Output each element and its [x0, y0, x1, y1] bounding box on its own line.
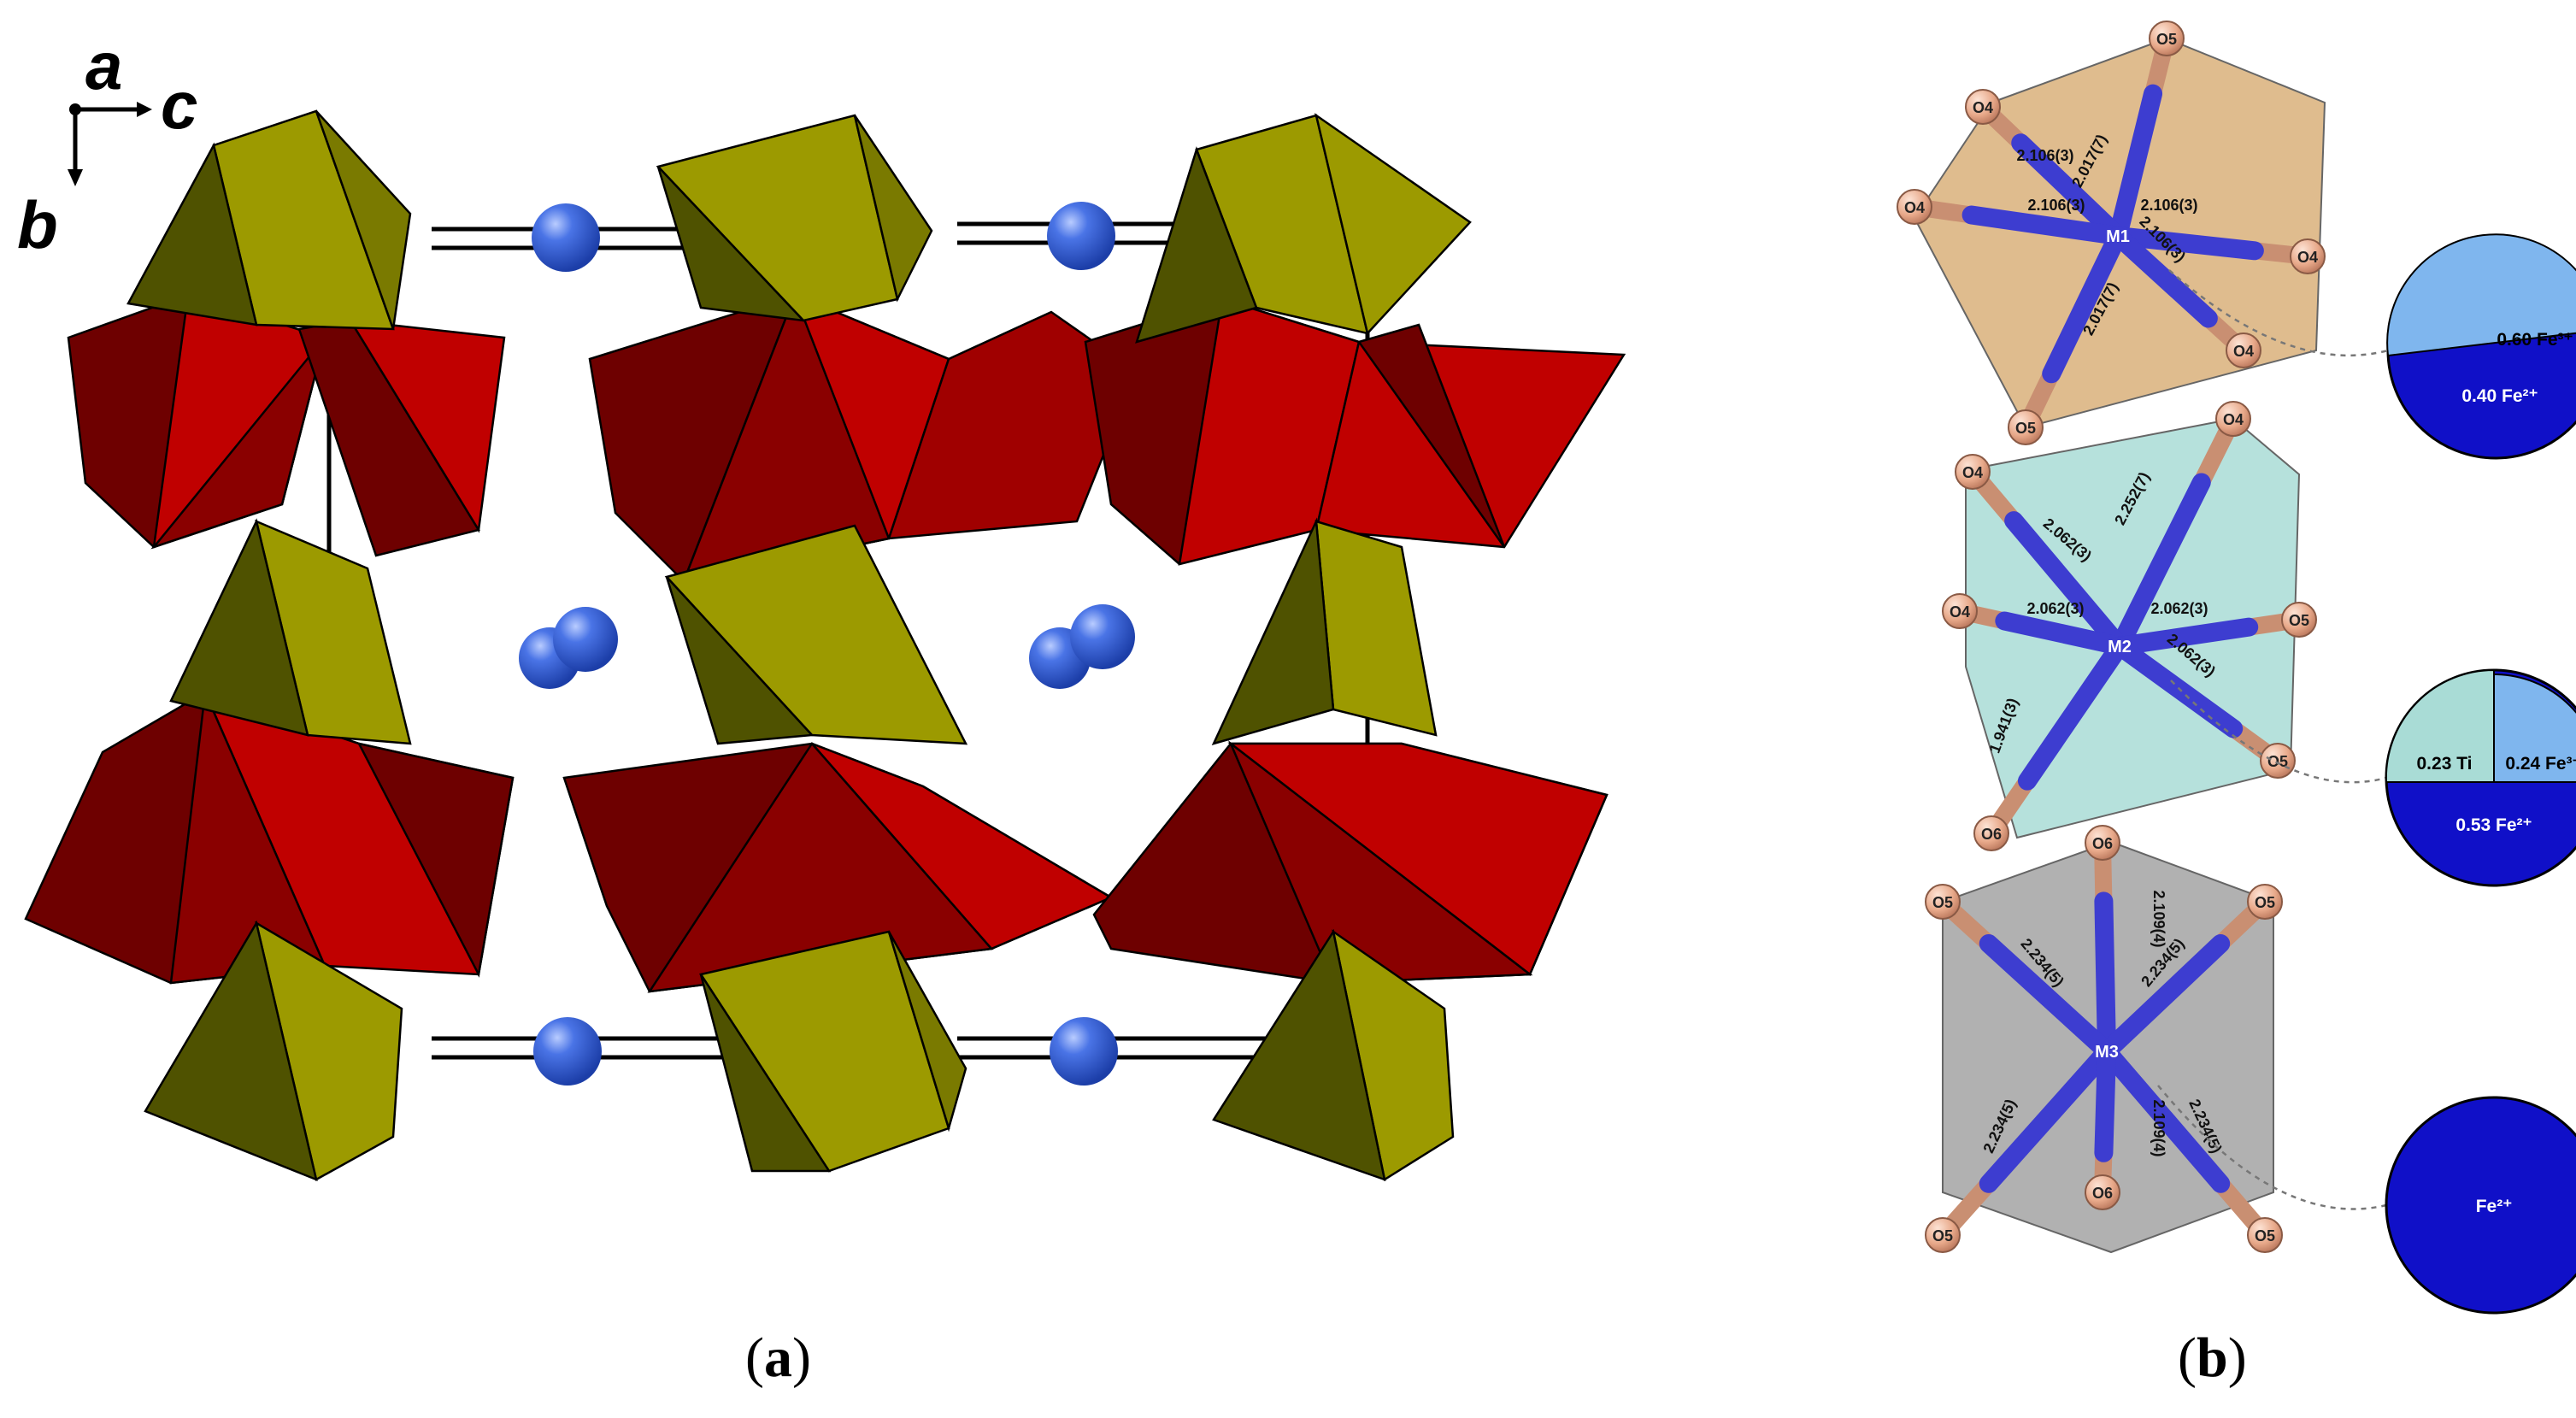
- occupancy-disk: 0.60 Fe³⁺ 0.40 Fe²⁺: [2386, 233, 2576, 460]
- ligand-label: O5: [2156, 31, 2177, 48]
- bond-length-label: 2.062(3): [2026, 600, 2084, 617]
- bond-inner: [2094, 1042, 2116, 1162]
- disk-segment-ti: [2385, 668, 2495, 783]
- occupancy-label: 0.53 Fe²⁺: [2455, 815, 2532, 835]
- oxygen-atom: [1925, 884, 1961, 920]
- ligand-label: O4: [2233, 343, 2254, 360]
- bond-inner: [2108, 227, 2218, 328]
- ligand-label: O5: [1932, 894, 1953, 911]
- oxygen-atom: [2008, 409, 2044, 445]
- crystal-structure-panel: a c b: [17, 28, 1626, 1182]
- bond-inner: [1961, 205, 2127, 245]
- bond-inner: [2108, 84, 2163, 245]
- bond-inner: [2042, 227, 2127, 384]
- oxygen-atom: [2085, 1174, 2120, 1210]
- oxygen-atom: [2226, 332, 2261, 368]
- occupancy-label: 0.24 Fe³⁺: [2505, 754, 2576, 774]
- axis-indicator: a c b: [17, 28, 197, 262]
- bond-length-label: 2.062(3): [2150, 600, 2208, 617]
- bond-inner: [2094, 891, 2116, 1061]
- ligand-label: O6: [2092, 835, 2113, 852]
- bond-inner: [2110, 617, 2259, 656]
- caption-b: (b): [2178, 1327, 2247, 1389]
- oxygen-atom: [2281, 602, 2317, 638]
- occupancy-label: Fe²⁺: [2476, 1197, 2513, 1216]
- bond-inner: [2110, 637, 2244, 738]
- bond-inner: [2004, 511, 2129, 656]
- ligand-label: O4: [1962, 464, 1983, 481]
- oxygen-atom: [2215, 401, 2251, 437]
- cation-spheres: [519, 202, 1135, 1086]
- ligand-label: O5: [2015, 420, 2036, 437]
- ligand-label: O5: [1932, 1227, 1953, 1244]
- bond-inner: [1979, 934, 2116, 1061]
- leader-line: [2157, 1085, 2387, 1210]
- oxygen-atom: [2290, 238, 2326, 274]
- ligand-label: O6: [2092, 1185, 2113, 1202]
- disk-segment-fe3: [2386, 233, 2576, 357]
- bond-inner: [2011, 133, 2127, 245]
- bond-inner: [1979, 1042, 2116, 1193]
- bond-inner: [2018, 637, 2129, 791]
- site-center-label: M2: [2108, 638, 2132, 656]
- oxygen-atom: [2247, 884, 2283, 920]
- oxygen-atom: [1897, 189, 1932, 225]
- occupancy-label: 0.23 Ti: [2417, 754, 2473, 774]
- axis-c-label: c: [161, 68, 197, 143]
- oxygen-atom: [2085, 825, 2120, 861]
- bond-length-label: 2.109(4): [2150, 890, 2167, 947]
- site-m1: O5O4O4O4O4O52.017(7)2.106(3)2.106(3)2.10…: [1897, 21, 2576, 460]
- bond-inner: [2108, 227, 2264, 261]
- bond-length-label: 2.106(3): [2016, 147, 2073, 164]
- disk-base: [2385, 1096, 2576, 1315]
- bond-inner: [2110, 473, 2211, 656]
- leader-line: [2170, 680, 2387, 784]
- ligand-label: O5: [2255, 894, 2275, 911]
- occupancy-disk: Fe²⁺: [2385, 1096, 2576, 1315]
- oxygen-atom: [2260, 743, 2296, 779]
- axis-b-label: b: [17, 187, 58, 262]
- ligand-label: O5: [2267, 753, 2288, 770]
- ligand-label: O4: [2223, 411, 2244, 428]
- caption-a: (a): [745, 1327, 811, 1389]
- oxygen-atom: [1925, 1217, 1961, 1253]
- ligand-label: O4: [1904, 199, 1925, 216]
- oxygen-atom: [2247, 1217, 2283, 1253]
- ligand-label: O4: [2297, 249, 2318, 266]
- occupancy-label: 0.40 Fe²⁺: [2461, 386, 2538, 406]
- bond-length-label: 2.109(4): [2150, 1099, 2167, 1156]
- leader-line: [2168, 269, 2389, 356]
- bond-inner: [1995, 611, 2129, 656]
- ligand-label: O6: [1981, 826, 2002, 843]
- occupancy-label: 0.60 Fe³⁺: [2497, 330, 2573, 350]
- bond-inner: [2097, 1042, 2231, 1193]
- oxygen-atom: [1965, 89, 2001, 125]
- occupancy-disk: 0.23 Ti 0.24 Fe³⁺ 0.53 Fe²⁺: [2385, 668, 2576, 887]
- oxygen-atom: [1955, 454, 1991, 490]
- bond-length-label: 2.106(3): [2027, 197, 2085, 214]
- oxygen-atom: [1973, 815, 2009, 851]
- ligand-label: O5: [2289, 612, 2309, 629]
- axis-a-label: a: [85, 28, 122, 103]
- octahedra-layer: [24, 291, 1626, 993]
- ligand-label: O5: [2255, 1227, 2275, 1244]
- oxygen-atom: [2149, 21, 2185, 56]
- site-center-label: M3: [2095, 1043, 2119, 1062]
- coordination-panel: O5O4O4O4O4O52.017(7)2.106(3)2.106(3)2.10…: [1897, 21, 2576, 1315]
- tetrahedra-layer: [126, 109, 1472, 1182]
- ligand-label: O4: [1973, 99, 1993, 116]
- site-center-label: M1: [2106, 227, 2130, 246]
- oxygen-atom: [1942, 593, 1978, 629]
- ligand-label: O4: [1950, 603, 1970, 621]
- bond-length-label: 2.106(3): [2140, 197, 2197, 214]
- bond-inner: [2097, 934, 2231, 1061]
